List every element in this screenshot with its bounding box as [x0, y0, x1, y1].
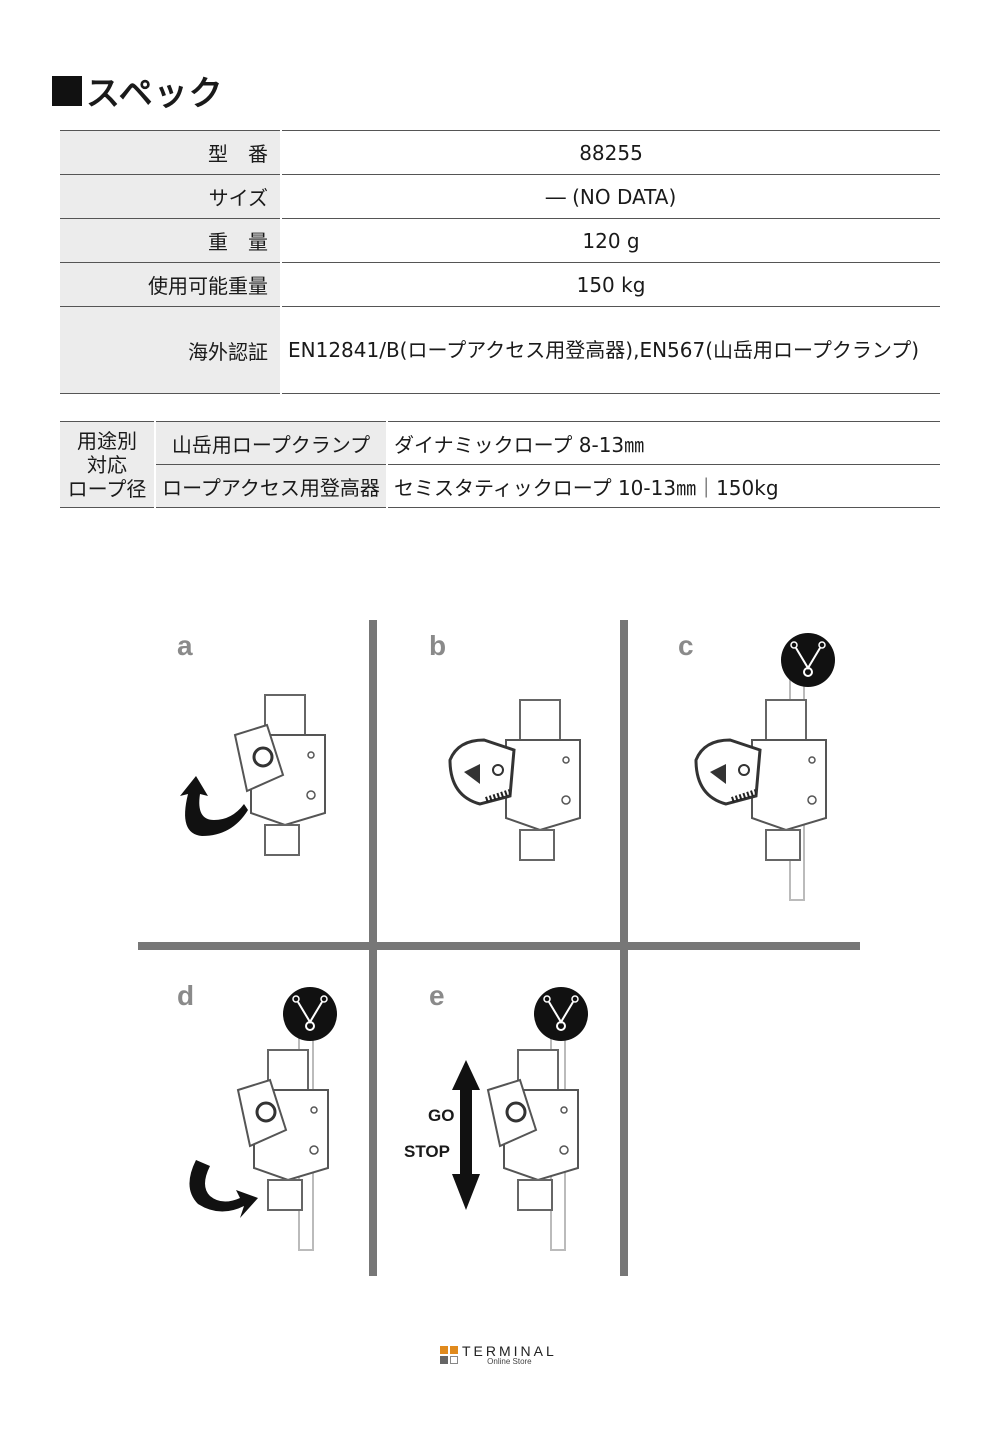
rope-table: 用途別 対応 ロープ径 山岳用ロープクランプ ダイナミックロープ 8-13㎜ ロ… — [60, 421, 940, 508]
rope-value: セミスタティックロープ 10-13㎜｜150kg — [387, 464, 940, 508]
panel-letter: a — [177, 630, 193, 661]
stop-label: STOP — [404, 1142, 450, 1161]
rope-value: ダイナミックロープ 8-13㎜ — [387, 421, 940, 465]
rope-heading-line: 用途別 — [77, 428, 137, 453]
panel-letter: c — [678, 630, 694, 661]
panel-letter: d — [177, 980, 195, 1011]
terminal-logo-icon — [440, 1346, 458, 1364]
spec-value: EN12841/B(ロープアクセス用登高器),EN567(山岳用ロープクランプ) — [281, 306, 940, 394]
footer-logo: TERMINAL Online Store — [440, 1344, 557, 1366]
spec-key: 海外認証 — [60, 306, 282, 394]
square-bullet-icon — [52, 75, 82, 106]
panel-letter: b — [429, 630, 447, 661]
rope-row: ロープアクセス用登高器 セミスタティックロープ 10-13㎜｜150kg — [60, 464, 940, 508]
brand-sub: Online Store — [487, 1357, 532, 1366]
spec-value: 150 kg — [281, 262, 940, 307]
spec-row: 使用可能重量 150 kg — [60, 262, 940, 307]
rotate-arrow-icon — [189, 1160, 258, 1218]
panel-d — [189, 986, 338, 1251]
ascender-device-icon — [505, 699, 581, 861]
ascender-device-icon — [751, 699, 827, 861]
brand-name: TERMINAL — [462, 1343, 557, 1359]
carabiner-icon — [533, 986, 589, 1042]
spec-row: 海外認証 EN12841/B(ロープアクセス用登高器),EN567(山岳用ロープ… — [60, 306, 940, 394]
page-title-text: スペック — [86, 74, 224, 114]
panel-letter: e — [429, 980, 445, 1011]
spec-row: サイズ ― (NO DATA) — [60, 174, 940, 219]
spec-key: 型 番 — [60, 130, 282, 175]
carabiner-icon — [282, 986, 338, 1042]
rope-heading: 用途別 対応 ロープ径 — [60, 421, 156, 508]
spec-value: 120 g — [281, 218, 940, 263]
usage-diagram: a b c d e GO STOP — [0, 600, 1000, 1300]
spec-table: 型 番 88255 サイズ ― (NO DATA) 重 量 120 g 使用可能… — [60, 130, 940, 394]
spec-row: 重 量 120 g — [60, 218, 940, 263]
panel-e — [452, 986, 589, 1251]
usage-diagram-svg — [138, 620, 860, 1276]
rope-row: 用途別 対応 ロープ径 山岳用ロープクランプ ダイナミックロープ 8-13㎜ — [60, 421, 940, 508]
rope-heading-line: ロープ径 — [67, 476, 147, 501]
spec-value: ― (NO DATA) — [281, 174, 940, 219]
spec-key: サイズ — [60, 174, 282, 219]
spec-key: 使用可能重量 — [60, 262, 282, 307]
cam-open-icon — [696, 740, 760, 804]
go-label: GO — [428, 1106, 455, 1125]
rope-use: ロープアクセス用登高器 — [155, 464, 388, 508]
panel-b — [450, 699, 581, 861]
spec-key: 重 量 — [60, 218, 282, 263]
rope-use: 山岳用ロープクランプ — [155, 421, 388, 465]
divider-horizontal — [138, 942, 860, 950]
cam-open-icon — [450, 740, 514, 804]
spec-value: 88255 — [281, 130, 940, 175]
rope-heading-line: 対応 — [87, 452, 127, 477]
panel-a — [180, 694, 326, 856]
rotate-arrow-icon — [180, 776, 248, 836]
up-down-arrow-icon — [452, 1060, 480, 1210]
spec-row: 型 番 88255 — [60, 130, 940, 175]
carabiner-icon — [780, 632, 836, 688]
page-title: スペック — [52, 66, 224, 115]
panel-c — [696, 632, 836, 901]
